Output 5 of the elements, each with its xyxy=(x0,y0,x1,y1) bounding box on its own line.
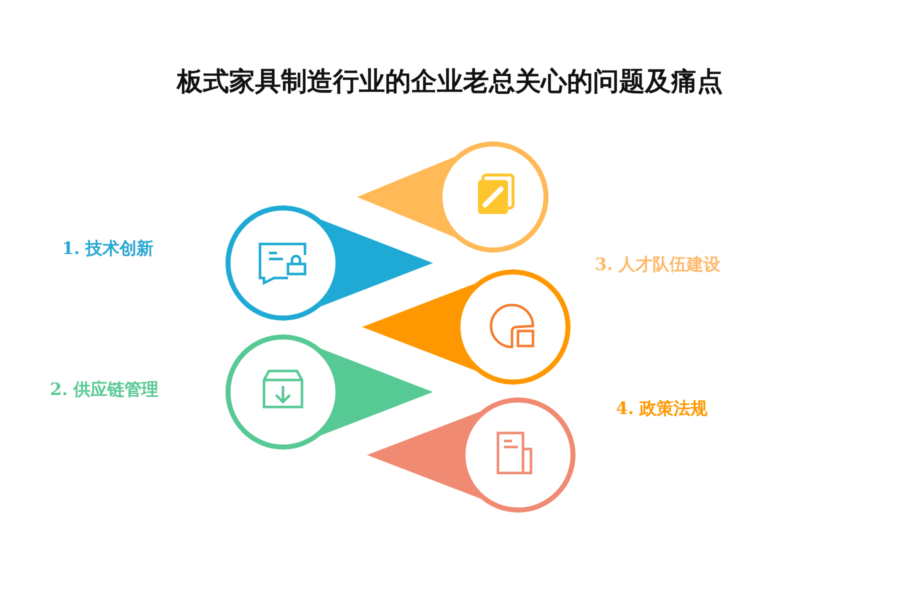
title: 板式家具制造行业的企业老总关心的问题及痛点 xyxy=(177,66,723,99)
topic-label: 4. 政策法规 xyxy=(616,398,708,420)
topic-label: 3. 人才队伍建设 xyxy=(595,254,721,276)
topic-label: 2. 供应链管理 xyxy=(50,379,159,401)
topic-label: 1. 技术创新 xyxy=(62,238,154,260)
